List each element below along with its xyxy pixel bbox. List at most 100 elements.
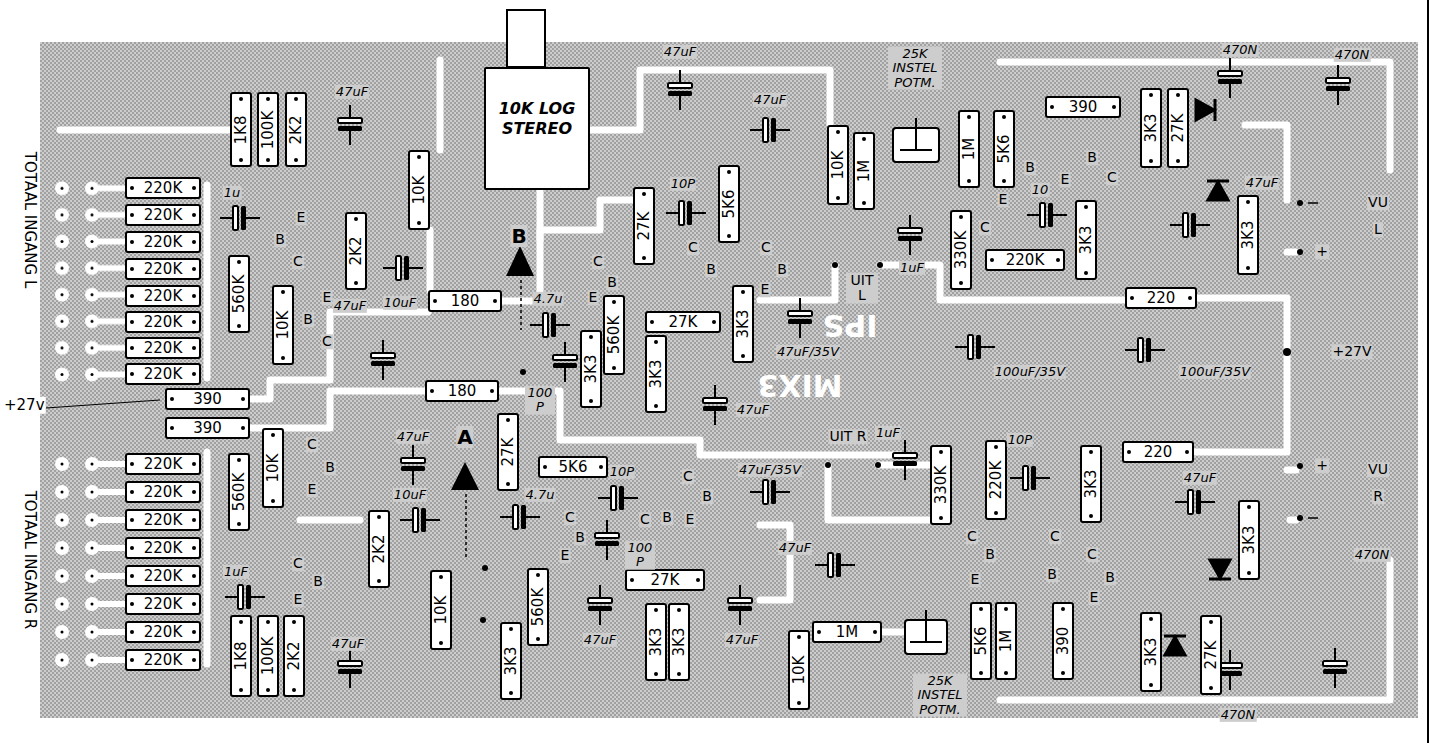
resistor-symbol: 220K	[985, 440, 1007, 520]
component-value: 47uF	[778, 541, 812, 555]
component-value: 100uF/35V	[1179, 365, 1251, 379]
pin-letter: E	[760, 282, 771, 297]
component-value: 3K3	[1240, 221, 1256, 250]
component-value: 2K2	[371, 535, 387, 564]
resistor-symbol: 27K	[645, 311, 721, 333]
component-value: 47uF	[333, 299, 367, 313]
resistor-symbol: 330K	[930, 445, 952, 525]
pin-letter: C	[760, 240, 772, 255]
component-value: 390	[1069, 99, 1098, 115]
resistor-symbol: 220K	[125, 649, 201, 671]
component-value: 47uF	[663, 45, 697, 59]
pin-letter: B	[324, 460, 336, 475]
resistor-symbol: 220K	[985, 249, 1065, 271]
component-value: 47uF/35V	[738, 463, 802, 477]
component-value: 560K	[530, 588, 546, 626]
pin-letter: E	[970, 572, 981, 587]
component-value: 560K	[231, 473, 247, 511]
resistor-symbol: 5K6	[993, 110, 1015, 188]
resistor-symbol: 5K6	[718, 165, 740, 243]
component-value: 220K	[144, 366, 182, 382]
pin-letter: C	[564, 510, 576, 525]
component-value: 1M	[961, 138, 977, 161]
resistor-symbol: 10K	[430, 570, 452, 650]
pin-letter: E	[322, 290, 333, 305]
component-value: 47uF	[335, 85, 369, 99]
pin-letter: E	[307, 482, 318, 497]
resistor-symbol: 10K	[788, 630, 810, 710]
resistor-symbol: 220K	[125, 231, 201, 253]
component-value: 47uF	[1245, 176, 1279, 190]
pin-letter: B	[274, 232, 286, 247]
component-value: 1M	[998, 630, 1014, 653]
component-value: 220K	[144, 180, 182, 196]
component-value: 47uF	[331, 637, 365, 651]
component-value: 470N	[1334, 48, 1371, 62]
component-value: 10P	[609, 465, 635, 479]
pin-letter: B	[574, 530, 586, 545]
terminal-label: L	[1373, 222, 1383, 237]
pin-letter: B	[312, 574, 324, 589]
component-value: 5K6	[721, 190, 737, 219]
component-value: 5K6	[973, 627, 989, 656]
resistor-symbol: 220K	[125, 204, 201, 226]
resistor-symbol: 3K3	[1237, 195, 1259, 275]
component-value: 5K6	[559, 459, 588, 475]
pin-letter: C	[979, 220, 991, 235]
component-value: 27K	[651, 572, 680, 588]
pin-letter: C	[1086, 547, 1098, 562]
component-value: 2K2	[286, 642, 302, 671]
resistor-symbol: 220	[1122, 441, 1194, 463]
component-value: 3K3	[1143, 114, 1159, 143]
resistor-symbol: 220K	[125, 177, 201, 199]
component-value: 560K	[606, 316, 622, 354]
component-value: 220K	[144, 207, 182, 223]
pin-letter: C	[292, 254, 304, 269]
component-value: 220K	[144, 261, 182, 277]
component-value: 3K3	[583, 355, 599, 384]
component-value: 220K	[988, 461, 1004, 499]
component-value: 2K2	[348, 237, 364, 266]
component-value: 390	[193, 420, 222, 436]
component-value: 10K	[275, 311, 291, 340]
terminal-label: +	[1315, 244, 1329, 259]
watermark: MIX3	[756, 369, 843, 402]
component-value: 390	[1055, 627, 1071, 656]
component-value: 220K	[144, 512, 182, 528]
resistor-symbol: 220K	[125, 311, 201, 333]
component-value: 100 P	[525, 386, 555, 415]
terminal-label: VU	[1367, 462, 1389, 477]
potentiometer-box: 10K LOG STEREO	[484, 67, 590, 190]
signal-letter: B	[510, 225, 527, 247]
resistor-symbol: 3K3	[1140, 612, 1162, 692]
component-value: 3K3	[503, 647, 519, 676]
pin-letter: E	[1060, 172, 1071, 187]
component-value: 3K3	[1078, 226, 1094, 255]
component-value: 10	[1031, 183, 1050, 197]
component-value: 10P	[670, 177, 696, 191]
terminal-label: R	[1372, 489, 1384, 504]
resistor-symbol: 3K3	[668, 603, 690, 681]
component-value: 1K8	[233, 642, 249, 671]
pin-letter: E	[685, 512, 696, 527]
component-value: 220	[1147, 290, 1176, 306]
resistor-symbol: 1M	[853, 132, 875, 210]
board-label: +27v	[3, 397, 46, 414]
component-value: 10K LOG STEREO	[486, 69, 588, 139]
component-value: 47uF	[583, 633, 617, 647]
component-value: 47uF	[736, 403, 770, 417]
resistor-symbol: 220K	[125, 285, 201, 307]
resistor-symbol: 220K	[125, 593, 201, 615]
resistor-symbol: 10K	[272, 285, 294, 365]
component-value: 1uF	[899, 261, 925, 275]
board-label: TOTAAL INGANG R	[22, 490, 39, 631]
pin-letter: B	[1024, 160, 1036, 175]
component-value: 100uF/35V	[994, 365, 1066, 379]
component-value: 3K3	[1241, 526, 1257, 555]
component-value: 27K	[636, 212, 652, 241]
resistor-symbol: 1M	[995, 602, 1017, 680]
terminal-label: UIT L	[846, 273, 878, 304]
resistor-symbol: 180	[428, 290, 502, 312]
resistor-symbol: 560K	[527, 568, 549, 646]
